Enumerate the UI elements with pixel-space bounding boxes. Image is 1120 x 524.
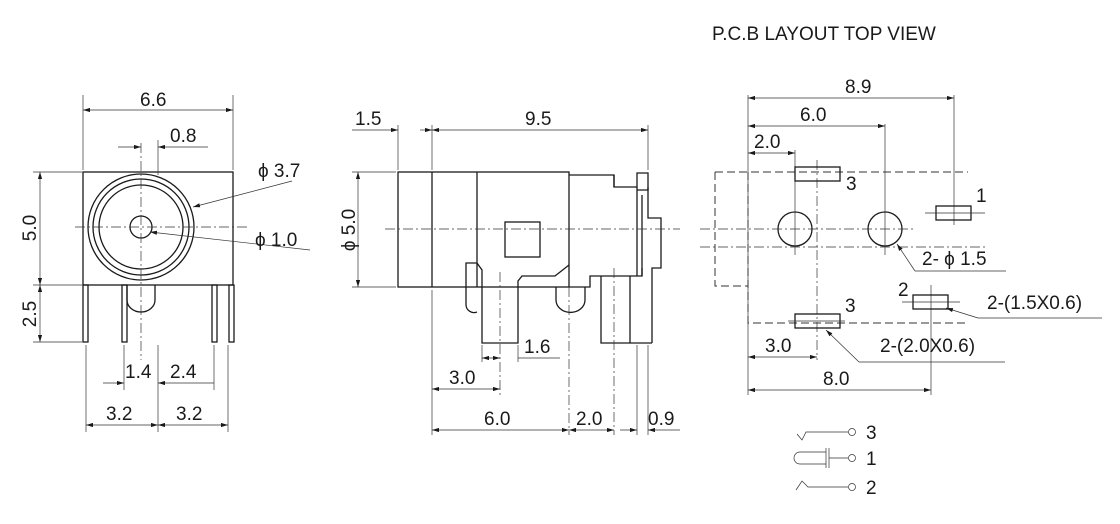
pcb-layout: 8.9 6.0 2.0 3 1 2- ϕ 1.5 2 2-(1.5X0.6) 3… [700,77,1102,395]
pad-pos-label: 2.0 [754,132,780,153]
half-left-label: 3.2 [106,404,132,425]
pad2-label: 2 [898,280,909,301]
front-height-label: 5.0 [20,215,41,241]
front-offset-label: 0.8 [170,126,196,147]
side-view: 1.5 9.5 ϕ 5.0 1.6 3.0 6.0 2.0 0.9 [339,109,680,435]
hole-pitch-label: 6.0 [800,105,826,126]
schematic-pin3: 3 [866,423,877,444]
pad1-label: 1 [976,186,987,207]
pos-a-label: 6.0 [484,409,510,430]
pin-width-label: 1.6 [524,337,550,358]
bottom-a-label: 3.0 [765,336,791,357]
pitch-a-label: 1.4 [125,362,152,383]
pin-pos-label: 3.0 [449,368,475,389]
half-right-label: 3.2 [176,404,202,425]
pad-large-label: 2-(2.0X0.6) [880,336,975,357]
schematic-pin2: 2 [866,478,877,499]
pos-c-label: 0.9 [648,409,674,430]
pin-length-label: 2.5 [20,301,41,327]
side-dia-label: ϕ 5.0 [339,209,360,251]
pos-b-label: 2.0 [576,409,602,430]
pad3-top-label: 3 [846,174,857,195]
outer-dia-label: ϕ 3.7 [258,161,300,182]
front-width-label: 6.6 [140,90,166,111]
layout-title: P.C.B LAYOUT TOP VIEW [712,24,936,45]
pad3-bottom-label: 3 [845,296,856,317]
inner-dia-label: ϕ 1.0 [255,230,297,251]
bottom-b-label: 8.0 [823,369,849,390]
schematic-pin1: 1 [866,449,877,470]
pitch-b-label: 2.4 [170,362,197,383]
pin-schematic: 3 1 2 [793,423,877,499]
pad-small-label: 2-(1.5X0.6) [987,293,1082,314]
front-view: 6.6 0.8 ϕ 3.7 ϕ 1.0 5.0 2.5 1.4 2.4 3.2 … [20,90,311,432]
front-length-label: 1.5 [355,109,381,130]
holes-label: 2- ϕ 1.5 [922,249,987,270]
body-length-label: 9.5 [525,109,551,130]
overall-width-label: 8.9 [845,77,871,98]
